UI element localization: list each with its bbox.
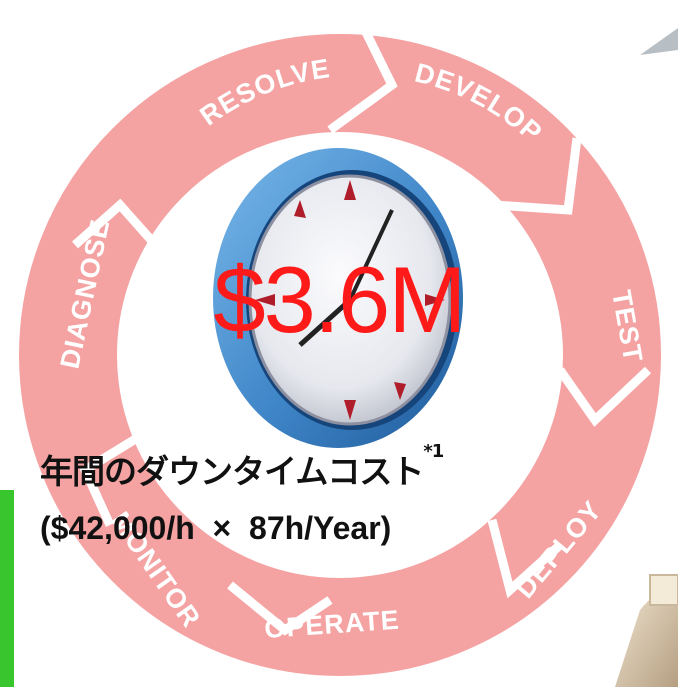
annual-downtime-cost-value: $3.6M [213, 247, 466, 352]
cycle-arrow-separators [72, 18, 652, 636]
cycle-ring [19, 34, 661, 676]
stopwatch-clock-icon [213, 148, 463, 448]
downtime-cost-caption: 年間のダウンタイムコスト*1 [40, 441, 444, 493]
bottom-right-object [615, 574, 678, 687]
footnote-mark: *1 [423, 441, 444, 462]
left-green-edge [0, 490, 14, 687]
cost-formula: ($42,000/h × 87h/Year) [40, 510, 392, 546]
caption-title: 年間のダウンタイムコスト [40, 452, 424, 491]
top-right-object [640, 28, 678, 55]
